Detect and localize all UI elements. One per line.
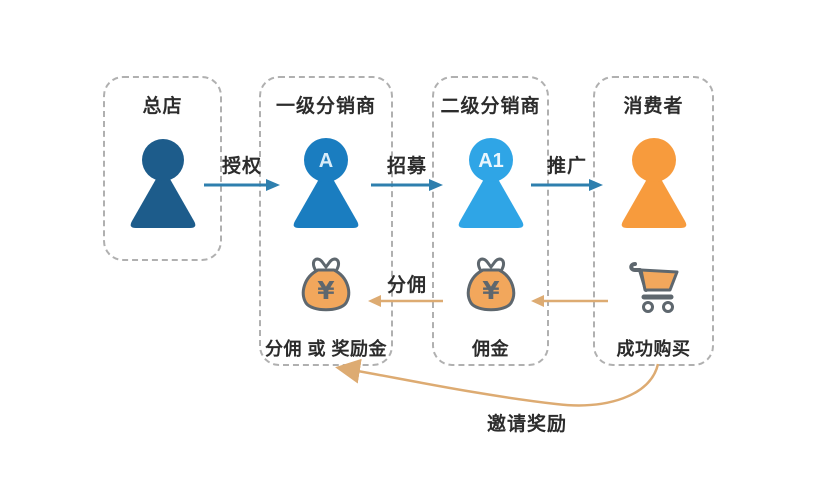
svg-text:¥: ¥ — [482, 276, 500, 305]
person-icon-level2: A1 — [458, 138, 523, 228]
flow-label-promote: 推广 — [546, 156, 588, 177]
person-badge-a: A — [319, 150, 333, 172]
node-level1-distributor: 一级分销商 A ¥ 分佣 或 奖励金 — [259, 76, 393, 366]
flow-label-share-commission: 分佣 — [386, 275, 428, 296]
shopping-cart-icon — [625, 257, 683, 320]
node-consumer: 消费者 成功购买 — [593, 76, 714, 366]
node-title-level1: 一级分销商 — [275, 96, 376, 117]
arrow-recruit — [371, 179, 443, 191]
label-commission-or-reward: 分佣 或 奖励金 — [264, 339, 387, 359]
node-title-headquarters: 总店 — [142, 96, 183, 117]
arrow-purchase-to-commission — [531, 295, 608, 307]
person-icon-headquarters — [130, 139, 195, 228]
person-badge-a1: A1 — [478, 150, 504, 172]
money-bag-icon-level2: ¥ — [460, 254, 522, 321]
node-title-level2: 二级分销商 — [440, 96, 541, 117]
label-invite-reward: 邀请奖励 — [486, 414, 568, 435]
label-successful-purchase: 成功购买 — [616, 339, 691, 359]
arrow-promote — [531, 179, 603, 191]
money-bag-icon-level1: ¥ — [295, 254, 357, 321]
node-headquarters: 总店 — [103, 76, 222, 261]
flow-label-recruit: 招募 — [386, 156, 428, 177]
flow-label-authorize: 授权 — [221, 156, 263, 177]
arrow-commission-to-level1 — [368, 295, 443, 307]
node-level2-distributor: 二级分销商 A1 ¥ 佣金 — [432, 76, 549, 366]
svg-text:¥: ¥ — [317, 276, 335, 305]
arrow-authorize — [204, 179, 280, 191]
node-title-consumer: 消费者 — [623, 96, 684, 117]
person-icon-level1: A — [293, 138, 359, 228]
person-icon-consumer — [621, 138, 686, 228]
label-commission: 佣金 — [472, 339, 509, 359]
